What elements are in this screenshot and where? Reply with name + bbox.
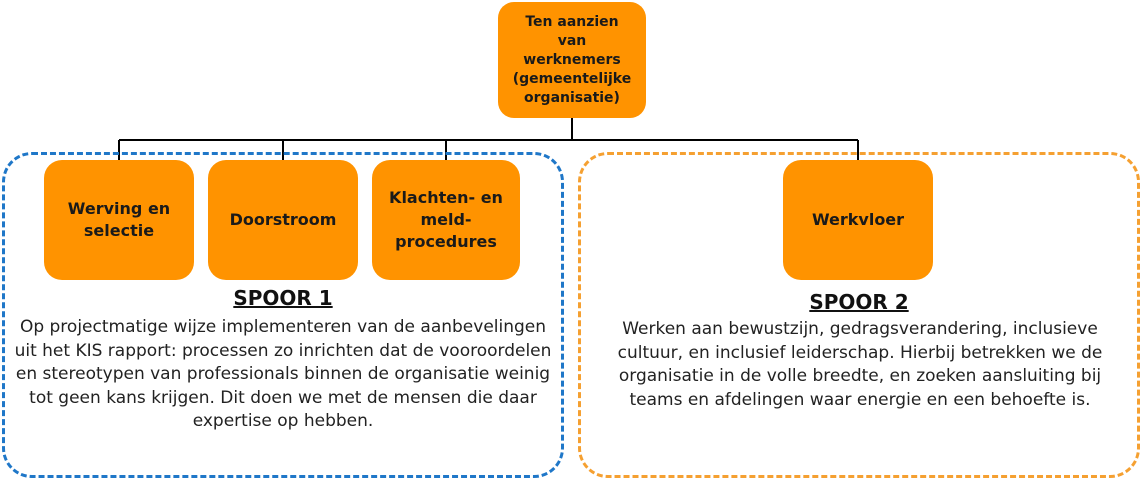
node-klachten-en-meldprocedures: Klachten- en meld- procedures xyxy=(372,160,520,280)
node-label-line: selectie xyxy=(83,221,155,240)
node-label-line: Werving en xyxy=(67,199,171,218)
spoor-2-description: Werken aan bewustzijn, gedragsveranderin… xyxy=(617,319,1103,410)
spoor-2-title: SPOOR 2 xyxy=(809,290,909,314)
spoor-2-container xyxy=(578,152,1140,478)
root-node-line: (gemeentelijke xyxy=(512,70,632,87)
node-label-line: Klachten- en xyxy=(389,188,503,207)
node-label-line: Werkvloer xyxy=(811,210,905,229)
root-node: Ten aanzien van werknemers (gemeentelijk… xyxy=(498,2,646,118)
node-werkvloer: Werkvloer xyxy=(783,160,933,280)
root-node-line: Ten aanzien xyxy=(525,13,619,30)
spoor-1-container xyxy=(2,152,564,478)
spoor-1-title: SPOOR 1 xyxy=(233,286,333,310)
node-label-line: procedures xyxy=(395,232,497,251)
root-node-line: werknemers xyxy=(523,51,621,68)
node-label-line: meld- xyxy=(420,210,472,229)
root-node-line: van xyxy=(557,32,587,49)
spoor-1-description: Op projectmatige wijze implementeren van… xyxy=(14,317,552,431)
node-label-line: Doorstroom xyxy=(229,210,337,229)
node-werving-en-selectie: Werving en selectie xyxy=(44,160,194,280)
root-node-line: organisatie) xyxy=(524,89,620,106)
node-doorstroom: Doorstroom xyxy=(208,160,358,280)
